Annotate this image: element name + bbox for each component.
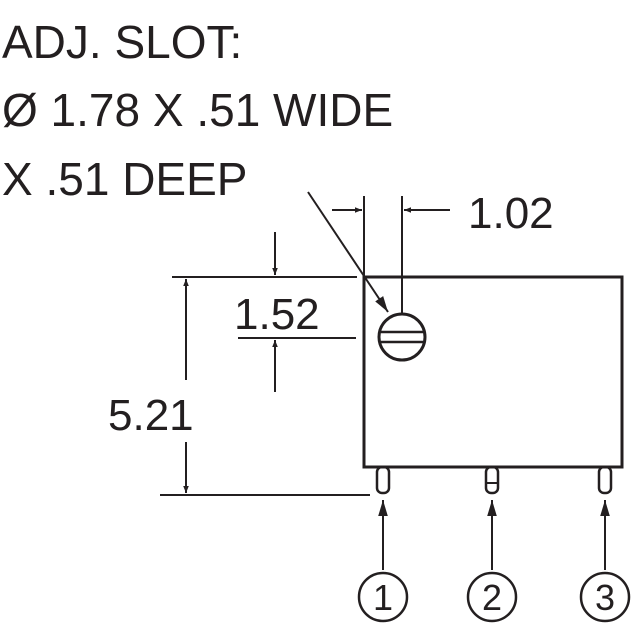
dim-label-1-52: 1.52: [234, 290, 320, 339]
pin-3-circle: [579, 571, 631, 623]
callout-line-1: ADJ. SLOT:: [2, 16, 242, 68]
dim-label-1-02: 1.02: [468, 189, 554, 238]
adjustment-slot-icon: [377, 312, 427, 362]
pin-1-circle: [357, 571, 409, 623]
pin-3-label: 3: [595, 577, 615, 618]
callout-line-3: X .51 DEEP: [2, 153, 247, 205]
pin-2-lead: [484, 465, 500, 495]
pin-2-marker: 2: [466, 571, 518, 623]
pin-2-label: 2: [482, 577, 502, 618]
callout-line-2: Ø 1.78 X .51 WIDE: [2, 84, 393, 136]
pin-1-marker: 1: [357, 571, 409, 623]
dim-label-5-21: 5.21: [108, 391, 194, 440]
pin-1-label: 1: [373, 577, 393, 618]
callout-leader-line: [307, 191, 389, 313]
pin-3-marker: 3: [579, 571, 631, 623]
pin-2-circle: [466, 571, 518, 623]
pin-1-lead: [375, 465, 391, 495]
pin-3-lead: [597, 465, 613, 495]
